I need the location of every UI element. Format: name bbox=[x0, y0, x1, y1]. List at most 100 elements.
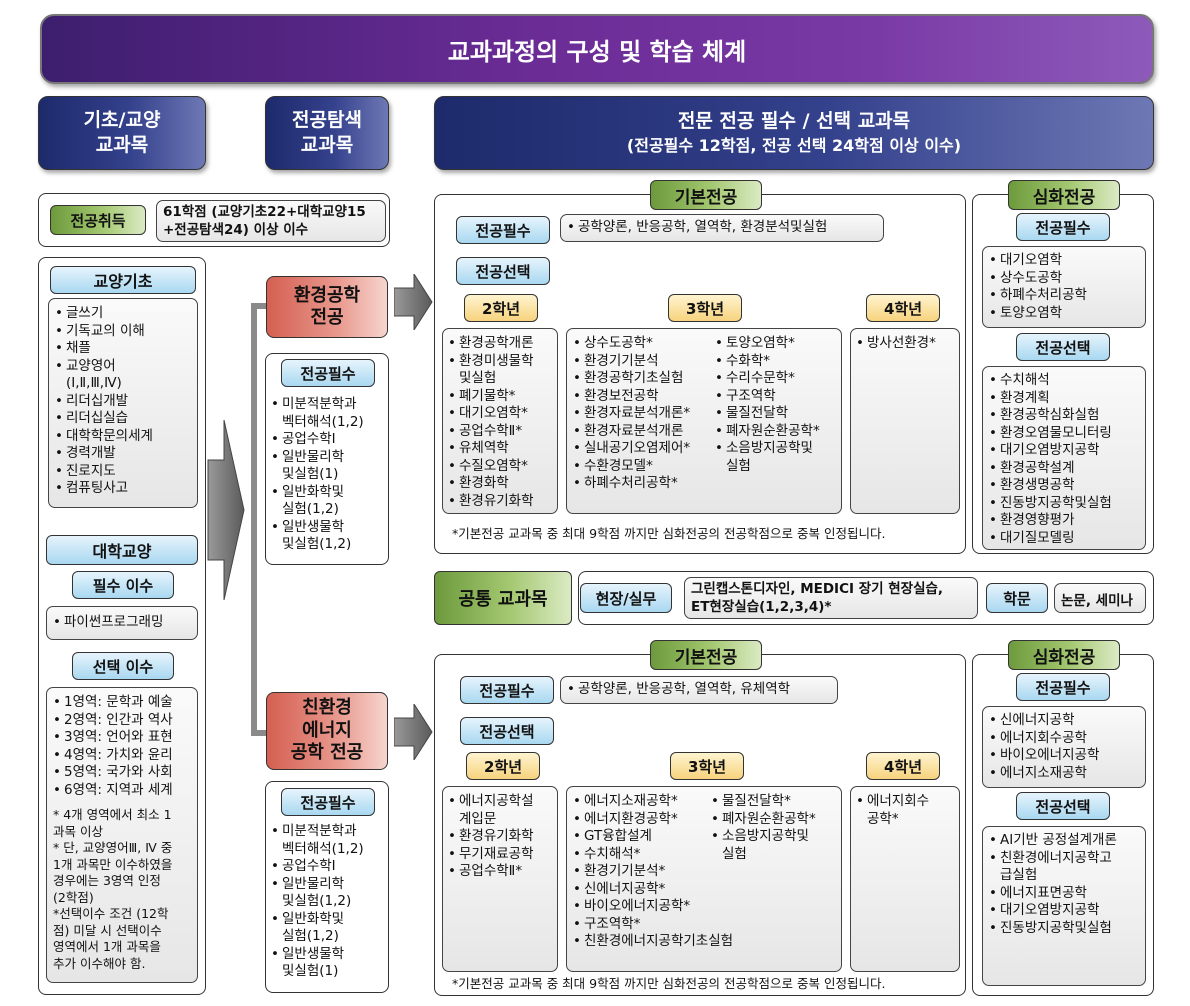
env-explore-item: 미분적분학과 bbox=[271, 396, 387, 414]
liberal-note-line: 추가 이수해야 함. bbox=[53, 955, 146, 971]
track-connector-bottom bbox=[251, 730, 269, 736]
energy-year3-col1: 에너지소재공학*에너지환경공학*GT융합설계수치해석*환경기기분석*신에너지공학… bbox=[573, 793, 733, 951]
env-year2-item: 공업수학Ⅱ* bbox=[448, 423, 552, 441]
page-title: 교과과정의 구성 및 학습 체계 bbox=[40, 14, 1154, 84]
env-year2-item: 수질오염학* bbox=[448, 458, 552, 476]
env-adv-req-items: 대기오염학상수도공학하폐수처리공학토양오염학 bbox=[989, 252, 1139, 322]
env-adv-elec-item: 환경영향평가 bbox=[989, 512, 1139, 530]
env-year3-item: 환경공학기초실험 bbox=[573, 370, 690, 388]
liberal-basic-item: 대학학문의세계 bbox=[55, 428, 191, 446]
energy-year4-items: 에너지회수공학* bbox=[856, 793, 954, 828]
energy-adv-req-label: 전공필수 bbox=[1016, 673, 1110, 701]
arrow-env bbox=[394, 274, 433, 330]
energy-track-label: 친환경 에너지 공학 전공 bbox=[266, 692, 388, 770]
env-adv-elec-item: 환경생명공학 bbox=[989, 477, 1139, 495]
energy-explore-item: 실험(1,2) bbox=[282, 928, 339, 944]
liberal-required-item: 파이썬프로그래밍 bbox=[53, 614, 191, 632]
energy-year3-item: 바이오에너지공학* bbox=[573, 898, 733, 916]
energy-explore-item: 일반생물학 bbox=[271, 946, 387, 964]
header-major: 전문 전공 필수 / 선택 교과목 (전공필수 12학점, 전공 선택 24학점… bbox=[434, 96, 1154, 170]
energy-adv-elec-item: 에너지표면공학 bbox=[989, 885, 1139, 903]
env-year2-item: 폐기물학* bbox=[448, 388, 552, 406]
env-year3-item: 환경자료분석개론* bbox=[573, 405, 690, 423]
env-adv-elec-box: 수치해석환경계획환경공학심화실험환경오염물모니터링대기오염방지공학환경공학설계환… bbox=[982, 366, 1146, 550]
header-basic: 기초/교양 교과목 bbox=[38, 96, 206, 170]
energy-track-line1: 친환경 bbox=[302, 697, 352, 719]
common-field-label: 현장/실무 bbox=[580, 583, 672, 613]
common-field-box: 그린캡스톤디자인, MEDICI 장기 현장실습, ET현장실습(1,2,3,4… bbox=[684, 577, 978, 619]
liberal-elective-label: 선택 이수 bbox=[72, 652, 174, 680]
energy-adv-elec-items: AI기반 공정설계개론친환경에너지공학고급실험에너지표면공학대기오염방지공학진동… bbox=[989, 832, 1139, 937]
liberal-basic-label: 교양기초 bbox=[50, 266, 196, 294]
env-year4-label: 4학년 bbox=[866, 294, 940, 322]
energy-year3-item: GT융합설계 bbox=[573, 828, 733, 846]
env-year4-box: 방사선환경* bbox=[850, 328, 960, 514]
liberal-elective-items: 1영역: 문학과 예술2영역: 인간과 역사3영역: 언어와 표현4영역: 가치… bbox=[53, 694, 191, 799]
env-adv-elec-item: 진동방지공학및실험 bbox=[989, 495, 1139, 513]
energy-basic-req-box: 공학양론, 반응공학, 열역학, 유체역학 bbox=[560, 676, 838, 704]
liberal-basic-item: 진로지도 bbox=[55, 463, 191, 481]
header-major-line1: 전문 전공 필수 / 선택 교과목 bbox=[677, 110, 911, 133]
env-basic-req-label: 전공필수 bbox=[456, 216, 550, 244]
env-year3-item: 구조역학 bbox=[715, 388, 820, 406]
liberal-required-list: 파이썬프로그래밍 bbox=[46, 606, 198, 640]
acquisition-label: 전공취득 bbox=[50, 205, 146, 235]
acquisition-text-line2: +전공탐색24) 이상 이수 bbox=[163, 222, 309, 238]
liberal-note-line: *선택이수 조건 (12학 bbox=[53, 906, 169, 921]
env-adv-elec-item: 수치해석 bbox=[989, 372, 1139, 390]
energy-adv-elec-box: AI기반 공정설계개론친환경에너지공학고급실험에너지표면공학대기오염방지공학진동… bbox=[982, 826, 1146, 986]
energy-track-line3: 공학 전공 bbox=[290, 742, 364, 764]
liberal-note-line: 점) 미달 시 선택이수 bbox=[53, 922, 162, 938]
energy-explore-item: 일반화학및 bbox=[271, 911, 387, 929]
env-year2-label: 2학년 bbox=[464, 294, 538, 322]
env-year3-item: 실내공기오염제어* bbox=[573, 440, 690, 458]
liberal-basic-item: 기독교의 이해 bbox=[55, 323, 191, 341]
energy-adv-tag: 심화전공 bbox=[1008, 640, 1120, 670]
energy-adv-req-item: 신에너지공학 bbox=[989, 712, 1139, 730]
env-adv-elec-item: 환경공학심화실험 bbox=[989, 407, 1139, 425]
env-explore-items: 미분적분학과벡터해석(1,2)공업수학Ⅰ일반물리학및실험(1)일반화학및실험(1… bbox=[271, 396, 387, 554]
env-explore-list: 미분적분학과벡터해석(1,2)공업수학Ⅰ일반물리학및실험(1)일반화학및실험(1… bbox=[271, 396, 387, 554]
energy-year2-item: 공업수학Ⅱ* bbox=[448, 863, 552, 881]
energy-year3-item: 에너지소재공학* bbox=[573, 793, 733, 811]
common-academic-box: 논문, 세미나 bbox=[1054, 583, 1146, 613]
energy-year4-item: 에너지회수 bbox=[856, 793, 954, 811]
env-basic-elec-label: 전공선택 bbox=[456, 257, 550, 285]
energy-year3-item: 폐자원순환공학* bbox=[711, 811, 816, 829]
energy-footnote: *기본전공 교과목 중 최대 9학점 까지만 심화전공의 전공학점으로 중복 인… bbox=[452, 976, 886, 991]
energy-explore-items: 미분적분학과벡터해석(1,2)공업수학Ⅰ일반물리학및실험(1,2)일반화학및실험… bbox=[271, 823, 387, 981]
env-explore-item: 공업수학Ⅰ bbox=[271, 431, 387, 449]
common-academic-label: 학문 bbox=[986, 583, 1048, 613]
arrow-liberal-to-tracks bbox=[207, 420, 245, 600]
env-year3-item: 소음방지공학및 bbox=[715, 440, 820, 458]
env-explore-label: 전공필수 bbox=[281, 359, 375, 387]
energy-adv-elec-item: 친환경에너지공학고 bbox=[989, 850, 1139, 868]
liberal-elective-list: 1영역: 문학과 예술2영역: 인간과 역사3영역: 언어와 표현4영역: 가치… bbox=[46, 687, 198, 983]
env-adv-req-item: 대기오염학 bbox=[989, 252, 1139, 270]
env-basic-req-box: 공학양론, 반응공학, 열역학, 환경분석및실험 bbox=[560, 214, 884, 242]
energy-explore-item: 벡터해석(1,2) bbox=[282, 840, 364, 857]
energy-year2-box: 에너지공학설계입문환경유기화학무기재료공학공업수학Ⅱ* bbox=[442, 786, 558, 972]
liberal-note-line: 영역에서 1개 과목을 bbox=[53, 939, 161, 954]
env-year3-col1: 상수도공학*환경기기분석환경공학기초실험환경보전공학환경자료분석개론*환경자료분… bbox=[573, 335, 690, 493]
energy-year3-item: 에너지환경공학* bbox=[573, 811, 733, 829]
energy-year3-item: 수치해석* bbox=[573, 846, 733, 864]
common-field-line1: 그린캡스톤디자인, MEDICI 장기 현장실습, bbox=[691, 581, 944, 597]
header-explore: 전공탐색 교과목 bbox=[265, 96, 389, 170]
env-year3-item: 환경보전공학 bbox=[573, 388, 690, 406]
energy-year3-item: 신에너지공학* bbox=[573, 881, 733, 899]
env-year2-item: 환경공학개론 bbox=[448, 335, 552, 353]
env-adv-req-item: 토양오염학 bbox=[989, 305, 1139, 323]
liberal-required-label: 필수 이수 bbox=[72, 571, 174, 599]
energy-adv-elec-item: 급실험 bbox=[1000, 867, 1038, 883]
track-connector-line bbox=[251, 306, 257, 734]
env-explore-item: 및실험(1) bbox=[282, 466, 339, 482]
env-footnote: *기본전공 교과목 중 최대 9학점 까지만 심화전공의 전공학점으로 중복 인… bbox=[452, 526, 886, 541]
energy-year2-item: 계입문 bbox=[459, 810, 497, 827]
env-year2-box: 환경공학개론환경미생물학및실험폐기물학*대기오염학*공업수학Ⅱ*유체역학수질오염… bbox=[442, 328, 558, 514]
env-adv-tag: 심화전공 bbox=[1008, 180, 1120, 210]
env-year3-item: 환경자료분석개론 bbox=[573, 423, 690, 441]
env-year2-item: 및실험 bbox=[459, 370, 497, 386]
env-track-line2: 전공 bbox=[310, 307, 344, 328]
